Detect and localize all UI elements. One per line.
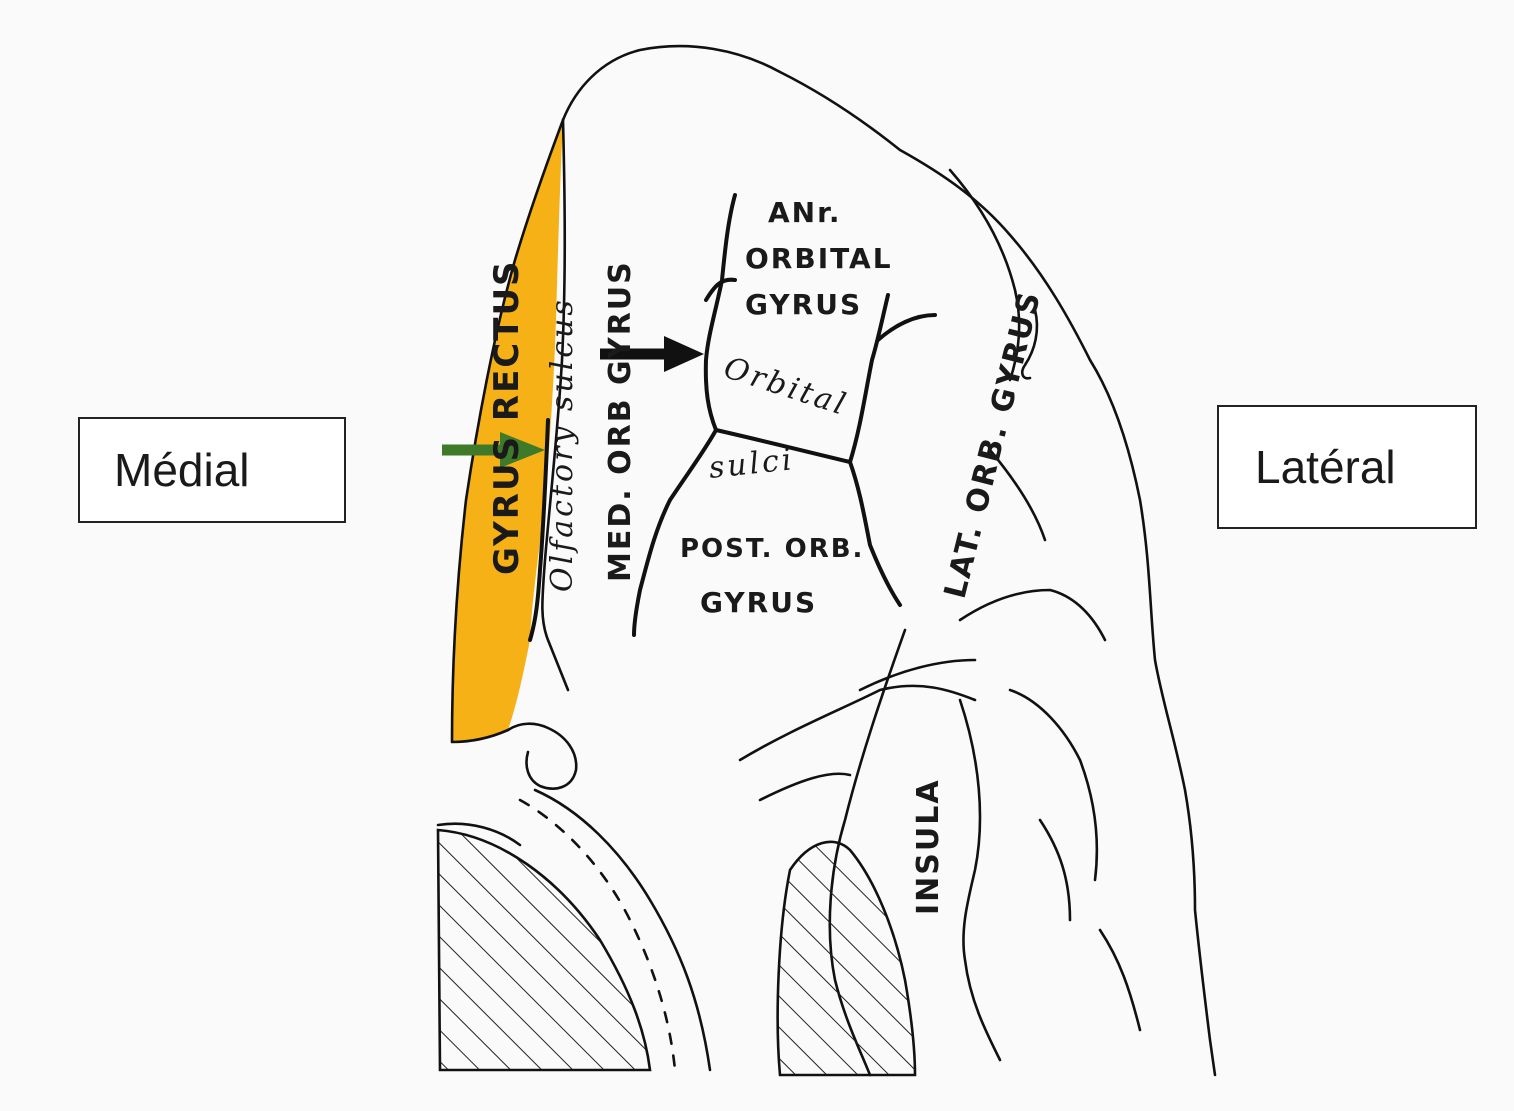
olfactory-sulcus-line bbox=[528, 418, 550, 642]
orbital-sulcus-medial-branch bbox=[704, 277, 737, 302]
lateral-gyrus-line bbox=[948, 168, 1021, 382]
lateral-label-box: Latéral bbox=[1217, 405, 1477, 529]
label-post-orb-2: GYRUS bbox=[700, 586, 817, 619]
lateral-gyrus-line-4 bbox=[958, 588, 1107, 642]
label-ant-orbital-2: ORBITAL bbox=[745, 242, 893, 275]
lateral-gyrus-line-2 bbox=[1020, 308, 1039, 380]
medial-edge bbox=[450, 118, 565, 744]
label-med-orb-gyrus: MED. ORB GYRUS bbox=[603, 260, 638, 582]
gyrus-rectus-highlight bbox=[452, 120, 563, 742]
frontal-lobe-outline bbox=[561, 44, 1217, 1077]
lateral-label: Latéral bbox=[1255, 441, 1396, 493]
temporal-curve-2 bbox=[758, 772, 852, 802]
lateral-gyrus-line-5 bbox=[858, 658, 977, 692]
left-hatched-region bbox=[436, 828, 652, 1072]
temporal-curve-3 bbox=[1008, 688, 1099, 882]
olfactory-tract bbox=[541, 118, 570, 692]
left-hatched-inner-curve bbox=[436, 822, 522, 847]
label-post-orb-1: POST. ORB. bbox=[680, 534, 864, 564]
label-ant-orbital-3: GYRUS bbox=[745, 288, 862, 321]
black-arrow bbox=[600, 336, 704, 372]
right-hatched-region bbox=[776, 840, 917, 1077]
medial-label: Médial bbox=[114, 444, 250, 496]
orbital-sulcus-lateral-branch bbox=[876, 313, 937, 342]
orbital-sulcus-lateral-arm bbox=[848, 293, 902, 607]
label-orbital-sulci-2: sulci bbox=[707, 442, 796, 486]
olfactory-tract-end bbox=[506, 722, 578, 790]
insula-boundary bbox=[958, 698, 1002, 1062]
lateral-gyrus-line-3 bbox=[988, 448, 1047, 542]
label-gyrus-rectus: GYRUS RECTUS bbox=[487, 259, 527, 575]
label-olfactory-sulcus: Olfactory sulcus bbox=[545, 297, 580, 592]
orbital-sulcus-medial-arm bbox=[632, 193, 737, 637]
medial-lower-lobe bbox=[533, 788, 712, 1072]
medial-lower-lobe-inner bbox=[518, 798, 677, 1072]
medial-label-box: Médial bbox=[78, 417, 346, 523]
temporal-curve-5 bbox=[1098, 928, 1142, 1032]
label-lat-orb-gyrus: LAT. ORB. GYRUS bbox=[938, 287, 1048, 602]
label-insula: INSULA bbox=[911, 778, 946, 915]
label-orbital-sulci-1: Orbital bbox=[720, 350, 853, 423]
orbital-sulcus-crossbar bbox=[714, 428, 852, 464]
green-arrow bbox=[442, 432, 545, 468]
temporal-curve-1 bbox=[738, 684, 977, 762]
temporal-curve-4 bbox=[1038, 818, 1072, 922]
label-ant-orbital-1: ANr. bbox=[768, 196, 842, 229]
